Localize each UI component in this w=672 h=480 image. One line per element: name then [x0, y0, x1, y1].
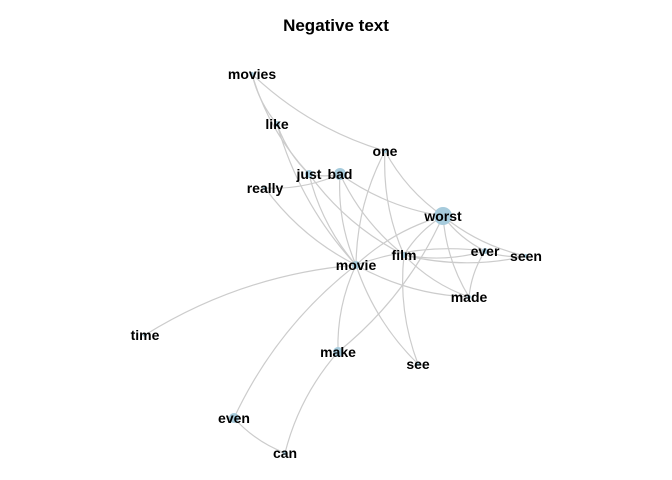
node-label-time: time	[131, 327, 160, 343]
node-really	[263, 186, 267, 190]
edge-movie-even	[233, 264, 357, 419]
node-time	[143, 333, 147, 337]
node-label-one: one	[373, 143, 398, 159]
node-label-ever: ever	[471, 243, 500, 259]
node-like	[274, 121, 280, 127]
edge-film-seen	[403, 254, 527, 264]
node-label-film: film	[392, 247, 417, 263]
graph-title: Negative text	[283, 16, 389, 35]
edge-movies-one	[251, 73, 386, 152]
node-label-bad: bad	[328, 166, 353, 182]
node-can	[283, 451, 287, 455]
node-film	[401, 252, 407, 258]
edge-ever-made	[468, 250, 486, 298]
edge-movie-time	[144, 264, 357, 336]
node-movie	[352, 261, 360, 269]
edge-one-movie	[355, 150, 386, 266]
edge-film-made	[403, 254, 470, 298]
node-movies	[250, 72, 254, 76]
node-one	[383, 149, 387, 153]
edge-movie-made	[355, 264, 470, 298]
node-just	[305, 170, 313, 178]
edge-like-just	[276, 123, 310, 175]
edge-make-worst	[337, 215, 444, 353]
edge-like-movie	[276, 123, 357, 266]
node-label-just: just	[296, 166, 322, 182]
node-label-make: make	[320, 344, 356, 360]
node-label-movie: movie	[336, 257, 377, 273]
edge-one-film	[384, 150, 405, 256]
node-seen	[524, 254, 528, 258]
edge-one-worst	[384, 150, 444, 217]
edge-film-see	[402, 254, 419, 365]
edge-movie-make	[337, 264, 357, 353]
nodes-layer	[143, 72, 528, 455]
edge-make-can	[284, 351, 339, 454]
node-worst	[434, 207, 452, 225]
node-label-even: even	[218, 410, 250, 426]
edge-just-movie	[308, 173, 357, 266]
node-label-can: can	[273, 445, 297, 461]
edge-ever-movie	[355, 248, 486, 266]
edge-ever-seen	[484, 250, 527, 258]
edge-bad-movie	[339, 173, 357, 266]
edge-movie-see	[355, 264, 419, 365]
node-label-made: made	[451, 289, 488, 305]
node-label-worst: worst	[423, 208, 462, 224]
edges-layer	[144, 73, 527, 454]
node-made	[467, 295, 471, 299]
node-bad	[334, 168, 346, 180]
node-label-seen: seen	[510, 248, 542, 264]
edge-worst-movie	[355, 215, 444, 266]
node-label-see: see	[406, 356, 430, 372]
node-see	[416, 362, 420, 366]
edge-worst-seen	[442, 215, 527, 257]
node-make	[333, 347, 343, 357]
node-ever	[482, 248, 488, 254]
node-label-movies: movies	[228, 66, 276, 82]
edge-just-film	[308, 173, 405, 256]
edge-really-bad	[264, 173, 341, 189]
node-label-like: like	[265, 116, 289, 132]
edge-really-movie	[264, 187, 357, 266]
edge-bad-worst	[339, 173, 444, 217]
edge-bad-film	[339, 173, 405, 256]
node-even	[229, 413, 239, 423]
node-label-really: really	[247, 180, 284, 196]
edge-even-can	[233, 417, 286, 454]
